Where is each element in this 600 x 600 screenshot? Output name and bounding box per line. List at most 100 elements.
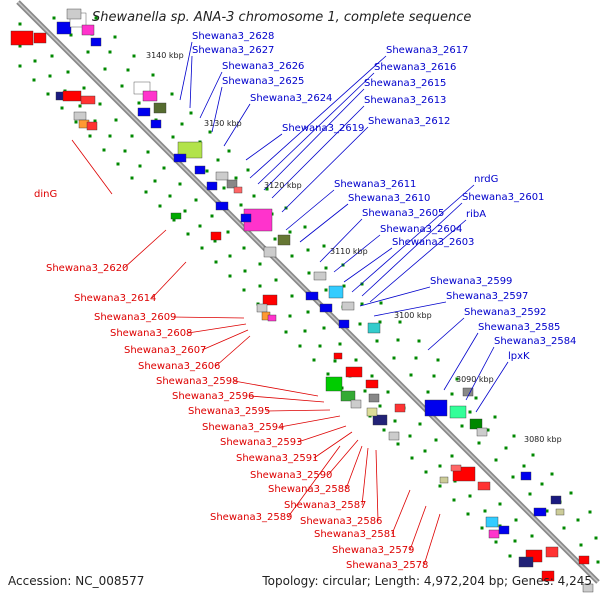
tick-mark xyxy=(46,92,50,96)
gene-feature xyxy=(550,495,562,505)
tick-mark xyxy=(108,50,112,54)
gene-feature xyxy=(366,407,378,417)
reverse-leader-line xyxy=(327,439,359,476)
gene-feature xyxy=(341,301,355,311)
tick-mark xyxy=(569,491,573,495)
forward-gene-label: Shewana3_2610 xyxy=(348,193,430,204)
gene-feature xyxy=(233,186,243,194)
forward-leader-line xyxy=(343,247,393,283)
reverse-leader-line xyxy=(423,513,441,566)
tick-mark xyxy=(498,502,502,506)
tick-mark xyxy=(392,356,396,360)
forward-leader-line xyxy=(373,301,447,317)
tick-mark xyxy=(130,176,134,180)
tick-mark xyxy=(137,101,141,105)
forward-leader-line xyxy=(249,55,387,179)
tick-mark xyxy=(126,68,130,72)
forward-gene-label: Shewana3_2624 xyxy=(250,93,332,104)
forward-gene-label: Shewana3_2615 xyxy=(364,78,446,89)
tick-mark xyxy=(78,104,82,108)
forward-leader-line xyxy=(427,317,465,351)
reverse-leader-line xyxy=(233,380,319,397)
forward-gene-label: Shewana3_2584 xyxy=(494,336,576,347)
tick-mark xyxy=(312,358,316,362)
stats-text: Topology: circular; Length: 4,972,204 bp… xyxy=(262,574,592,588)
reverse-leader-line xyxy=(249,395,325,403)
tick-mark xyxy=(189,111,193,115)
kbp-mark-label: 3140 kbp xyxy=(146,51,184,60)
forward-gene-label: Shewana3_2625 xyxy=(222,76,304,87)
tick-mark xyxy=(436,358,440,362)
forward-gene-label: Shewana3_2597 xyxy=(446,291,528,302)
tick-mark xyxy=(288,230,292,234)
forward-gene-label: Shewana3_2605 xyxy=(362,208,444,219)
tick-mark xyxy=(494,540,498,544)
tick-mark xyxy=(408,434,412,438)
forward-labels: Shewana3_2628Shewana3_2627Shewana3_2626S… xyxy=(192,31,576,362)
tick-mark xyxy=(48,74,52,78)
forward-leader-line xyxy=(271,105,365,199)
gene-feature xyxy=(256,303,268,313)
forward-leader-line xyxy=(245,133,283,161)
gene-feature xyxy=(66,8,82,20)
forward-gene-label: ribA xyxy=(466,209,486,220)
reverse-leader-line xyxy=(287,445,341,518)
forward-gene-label: Shewana3_2619 xyxy=(282,123,364,134)
tick-mark xyxy=(450,454,454,458)
tick-mark xyxy=(303,225,307,229)
tick-mark xyxy=(378,404,382,408)
tick-mark xyxy=(342,284,346,288)
tick-mark xyxy=(18,44,22,48)
tick-mark xyxy=(198,224,202,228)
tick-mark xyxy=(324,288,328,292)
tick-mark xyxy=(74,120,78,124)
accession-text: Accession: NC_008577 xyxy=(8,574,145,588)
tick-mark xyxy=(168,194,172,198)
forward-leader-line xyxy=(361,202,463,297)
reverse-gene-label: Shewana3_2608 xyxy=(110,328,192,339)
tick-mark xyxy=(108,134,112,138)
reverse-leader-line xyxy=(215,335,251,367)
gene-feature xyxy=(150,119,162,129)
tick-mark xyxy=(239,203,243,207)
tick-mark xyxy=(242,246,246,250)
tick-mark xyxy=(333,359,337,363)
tick-mark xyxy=(354,358,358,362)
tick-mark xyxy=(480,526,484,530)
tick-mark xyxy=(418,422,422,426)
forward-gene-label: lpxK xyxy=(508,351,530,362)
tick-mark xyxy=(153,179,157,183)
tick-mark xyxy=(363,389,367,393)
tick-mark xyxy=(393,419,397,423)
forward-leader-line xyxy=(443,332,479,391)
tick-mark xyxy=(172,218,176,222)
tick-mark xyxy=(375,339,379,343)
tick-mark xyxy=(424,470,428,474)
gene-feature xyxy=(520,471,532,481)
reverse-gene-label: Shewana3_2620 xyxy=(46,263,128,274)
reverse-leader-line xyxy=(297,425,347,443)
tick-mark xyxy=(398,320,402,324)
gene-feature xyxy=(215,171,229,181)
gene-feature xyxy=(477,481,491,491)
reverse-gene-label: Shewana3_2609 xyxy=(94,312,176,323)
tick-mark xyxy=(103,67,107,71)
tick-mark xyxy=(528,492,532,496)
tick-mark xyxy=(102,148,106,152)
tick-mark xyxy=(228,274,232,278)
forward-gene-label: Shewana3_2626 xyxy=(222,61,304,72)
tick-mark xyxy=(360,302,364,306)
tick-mark xyxy=(468,410,472,414)
tick-mark xyxy=(258,262,262,266)
tick-mark xyxy=(290,254,294,258)
tick-mark xyxy=(88,134,92,138)
tick-mark xyxy=(178,182,182,186)
forward-leader-line xyxy=(475,361,509,413)
gene-feature xyxy=(365,379,379,389)
reverse-leader-line xyxy=(279,415,341,428)
tick-mark xyxy=(213,239,217,243)
gene-feature xyxy=(313,271,327,281)
reverse-gene-label: Shewana3_2587 xyxy=(284,500,366,511)
kbp-mark-label: 3080 kbp xyxy=(524,435,562,444)
forward-leader-line xyxy=(319,218,363,263)
